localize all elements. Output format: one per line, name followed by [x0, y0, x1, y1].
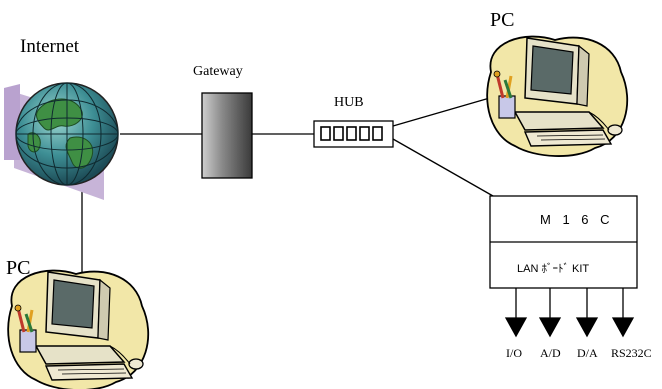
connection-lines	[81, 94, 501, 272]
port-ad-arrow	[538, 317, 562, 338]
port-arrows	[504, 288, 635, 338]
m16c-kit-label: LAN ﾎﾞｰﾄﾞ KIT	[517, 263, 590, 275]
pc-top-label: PC	[490, 9, 515, 31]
port-rs232c-label: RS232C	[611, 346, 652, 360]
port-rs-arrow	[611, 317, 635, 338]
hub-label: HUB	[334, 95, 364, 110]
port-ad-label: A/D	[540, 346, 561, 360]
pc-top-icon	[486, 35, 629, 157]
port-da-arrow	[575, 317, 599, 338]
pc-left-icon	[7, 269, 150, 389]
line-hub-m16c	[392, 138, 494, 197]
gateway-box	[201, 92, 253, 179]
pc-left-label: PC	[6, 257, 31, 279]
port-io-label: I/O	[506, 346, 522, 360]
port-da-label: D/A	[577, 346, 598, 360]
gateway-label: Gateway	[193, 64, 243, 79]
globe-icon	[4, 82, 119, 200]
internet-label: Internet	[20, 36, 80, 57]
m16c-board	[489, 195, 638, 289]
hub-box	[313, 120, 394, 148]
line-hub-pc-top	[392, 94, 501, 127]
port-io-arrow	[504, 317, 528, 338]
m16c-title: M 1 6 C	[540, 212, 614, 227]
